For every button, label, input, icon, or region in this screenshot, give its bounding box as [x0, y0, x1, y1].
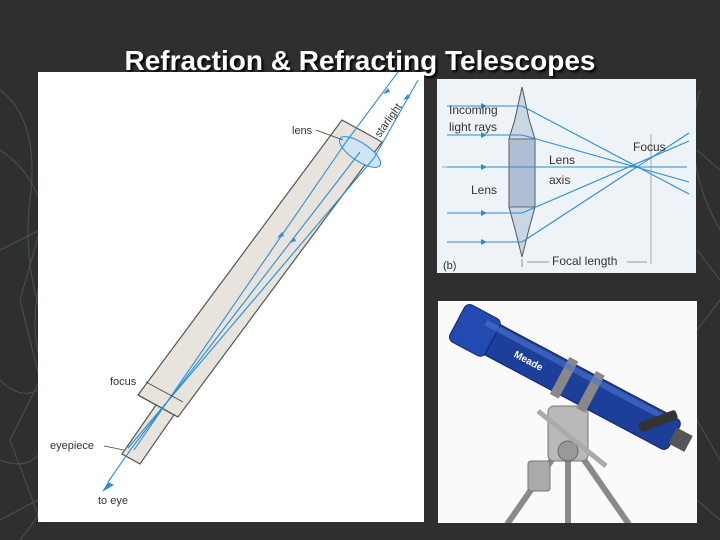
- lens-axis-label-line2: axis: [549, 173, 570, 187]
- incoming-label-line1: Incoming: [449, 103, 498, 117]
- lens-label: Lens: [471, 183, 497, 197]
- panel-tag: (b): [443, 260, 456, 272]
- slide-title: Refraction & Refracting Telescopes: [124, 44, 596, 76]
- incoming-label-line2: light rays: [449, 120, 497, 134]
- starlight-label: starlight: [373, 101, 405, 139]
- telescope-diagram-panel: lens starlight focus eyepiece to eye: [38, 72, 424, 522]
- lens-diagram-panel: Incoming light rays Lens axis Lens Focus…: [437, 79, 696, 273]
- to-eye-label: to eye: [98, 495, 128, 507]
- eyepiece-label: eyepiece: [50, 440, 94, 452]
- lens-label: lens: [292, 125, 313, 137]
- telescope-diagram: lens starlight focus eyepiece to eye: [50, 72, 419, 507]
- focus-label: Focus: [633, 140, 666, 154]
- focal-length-label: Focal length: [552, 254, 617, 268]
- telescope-photo: Meade: [448, 304, 693, 523]
- focus-label: focus: [110, 376, 137, 388]
- eyepiece-tube: [121, 404, 175, 465]
- lens-diagram: Incoming light rays Lens axis Lens Focus…: [442, 86, 690, 272]
- telescope-tube: [137, 119, 383, 418]
- telescope-photo-panel: Meade: [438, 301, 697, 523]
- lens-axis-label-line1: Lens: [549, 153, 575, 167]
